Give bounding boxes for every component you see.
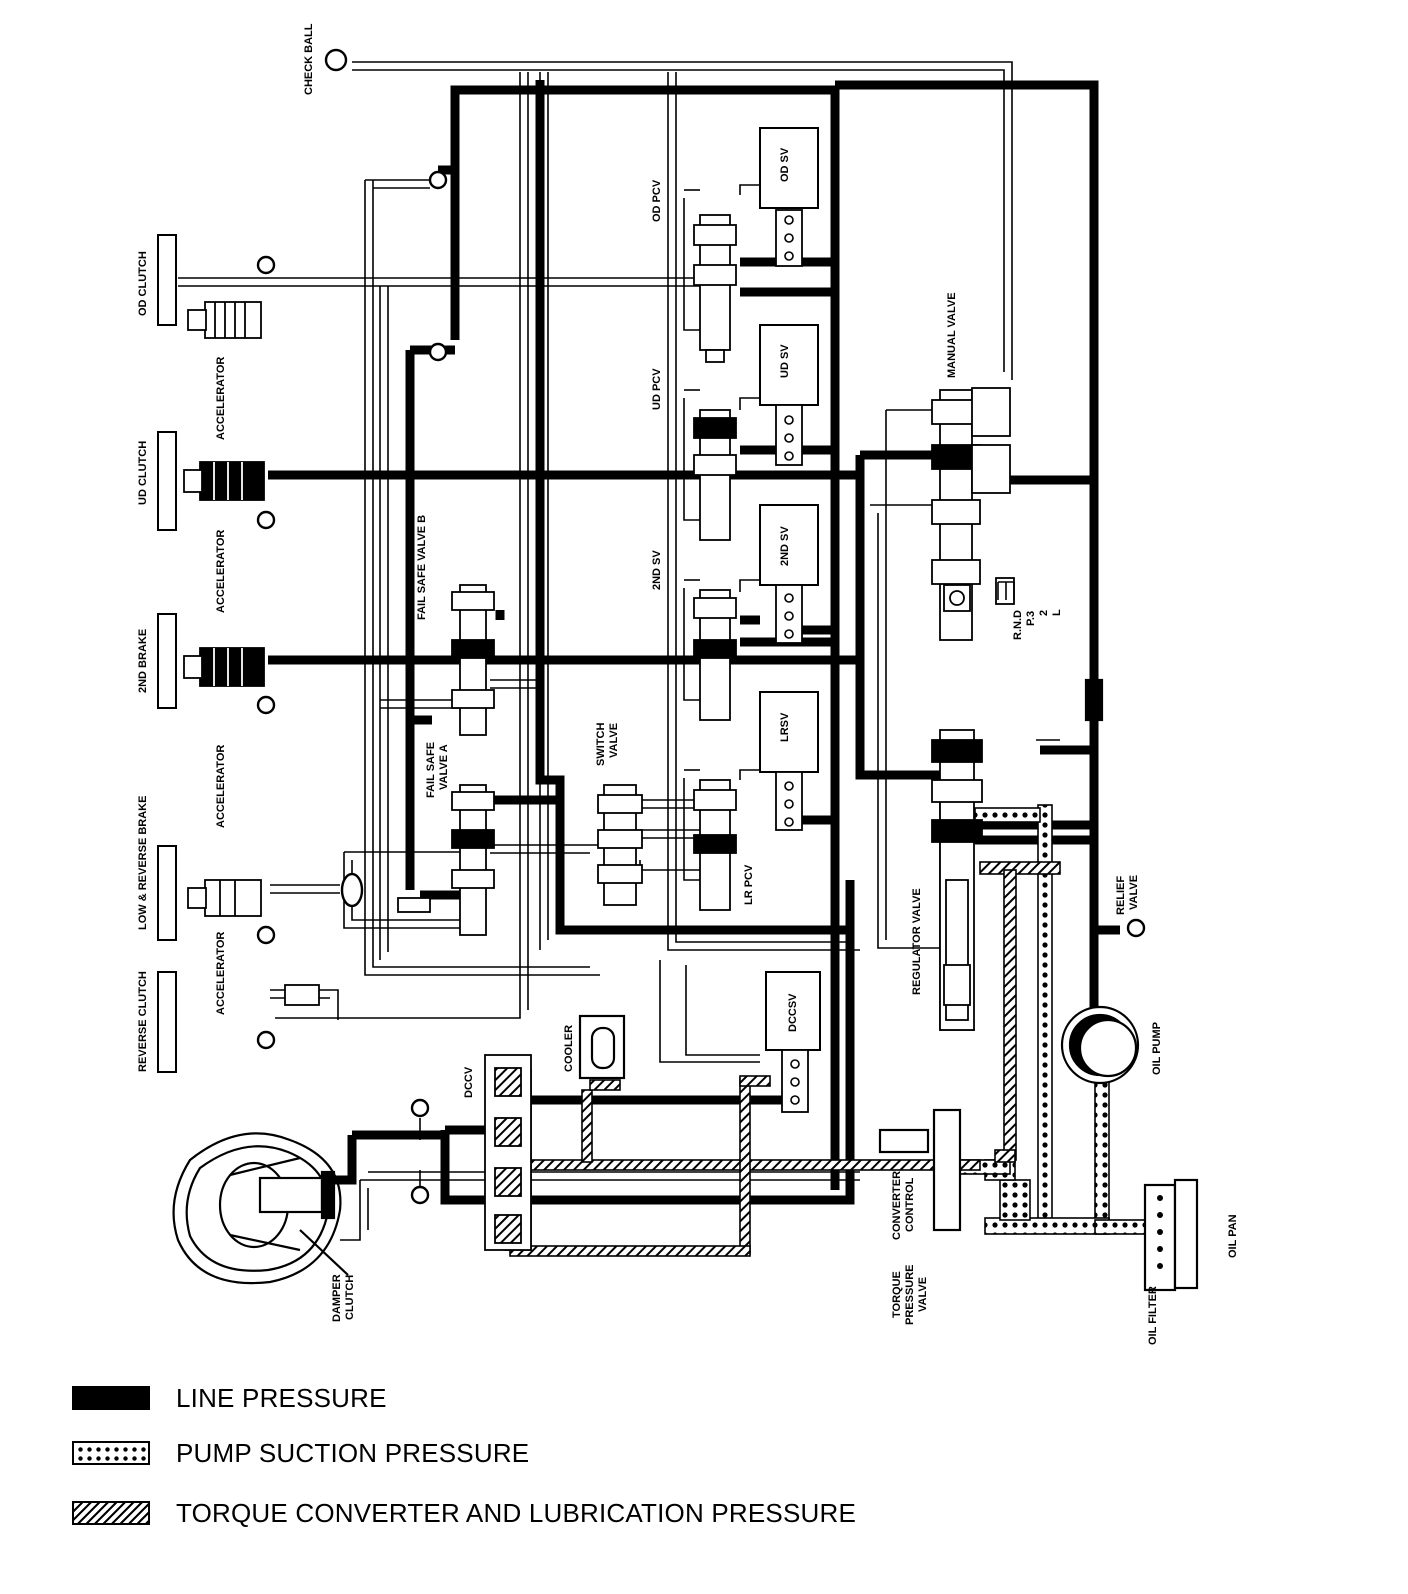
solenoid-valves [759,127,821,1051]
oil-filter-label: OIL FILTER [1147,1286,1159,1345]
oil-pump-label: OIL PUMP [1151,1022,1163,1075]
damper-clutch-label-1: DAMPER [331,1274,343,1322]
torque-pressure-valve-label-3: VALVE [917,1277,929,1312]
range-label-3: 2 [1038,610,1050,616]
range-label-2: P.3 [1025,611,1037,626]
fail-safe-valve-a-label-1: FAIL SAFE [425,742,437,798]
torque-converter [172,1132,349,1285]
torque-converter-swatch [72,1501,150,1525]
second-sv-label: 2ND SV [779,526,791,566]
range-label-1: R.N.D [1012,610,1024,640]
reverse-accumulator [284,984,320,1006]
second-brake-accumulator [183,647,265,687]
range-marks [997,581,1015,600]
regulator-valve-label: REGULATOR VALVE [911,888,923,995]
dccv-label: DCCV [463,1066,475,1098]
converter-control-label-2: CONTROL [904,1177,916,1232]
range-label-4: L [1051,609,1063,616]
pcv-spools [693,214,737,911]
main-valves [931,387,1015,1031]
legend-item-line: LINE PRESSURE [72,1378,387,1418]
legend-item-suction: PUMP SUCTION PRESSURE [72,1433,529,1473]
line-pressure-swatch [72,1386,150,1410]
oil-pan-label: OIL PAN [1227,1214,1239,1258]
pump-components [578,678,1199,1292]
od-clutch-label: OD CLUTCH [137,251,149,316]
accelerator-label-1: ACCELERATOR [215,357,227,440]
low-reverse-brake-label: LOW & REVERSE BRAKE [137,796,149,930]
damper-clutch-label-2: CLUTCH [344,1275,356,1320]
relief-valve-label-1: RELIEF [1115,876,1127,915]
ud-pcv-label: UD PCV [651,368,663,410]
od-sv-label: OD SV [779,147,791,182]
pump-suction-swatch [72,1441,150,1465]
od-pcv-label: OD PCV [651,179,663,222]
legend-label: LINE PRESSURE [176,1382,387,1413]
lr-pcv-label: LR PCV [743,864,755,905]
accelerator-label-2: ACCELERATOR [215,530,227,613]
torque-pressure-valve-label-2: PRESSURE [904,1264,916,1325]
relief-valve-label-2: VALVE [1128,875,1140,910]
legend-item-torque: TORQUE CONVERTER AND LUBRICATION PRESSUR… [72,1493,856,1533]
converter-control-label-1: CONVERTER [891,1171,903,1240]
dccsv-label: DCCSV [787,993,799,1032]
labels: CHECK BALL OD CLUTCH UD CLUTCH 2ND BRAKE… [137,23,1239,1345]
ud-sv-label: UD SV [779,344,791,378]
second-sv-left-label: 2ND SV [651,550,663,590]
second-brake-label: 2ND BRAKE [137,629,149,693]
cooler-label: COOLER [563,1025,575,1072]
fail-safe-valve-b-label: FAIL SAFE VALVE B [416,515,428,620]
dccv [484,1054,532,1251]
plunger-holes [784,215,800,1105]
od-accumulator [187,301,262,339]
check-circles [256,48,1146,1205]
ud-clutch-label: UD CLUTCH [137,441,149,505]
legend-label: PUMP SUCTION PRESSURE [176,1437,530,1468]
ud-accumulator [183,461,265,501]
spool-valves [397,584,643,936]
switch-valve-label-2: VALVE [608,723,620,758]
legend-label: TORQUE CONVERTER AND LUBRICATION PRESSUR… [176,1497,856,1528]
switch-valve-label-1: SWITCH [595,723,607,766]
clutch-plates [157,234,177,1073]
accumulators [183,301,320,1006]
low-reverse-accumulator [187,879,262,917]
fail-safe-valve-a-label-2: VALVE A [438,744,450,790]
reverse-clutch-label: REVERSE CLUTCH [137,971,149,1072]
suction-passages [959,804,1151,1235]
lrsv-label: LRSV [779,712,791,742]
filter-dots [1157,1195,1163,1269]
accelerator-label-3: ACCELERATOR [215,745,227,828]
manual-valve-label: MANUAL VALVE [946,292,958,378]
accelerator-label-4: ACCELERATOR [215,932,227,1015]
check-ball-label: CHECK BALL [303,23,315,95]
torque-pressure-valve-label-1: TORQUE [891,1271,903,1318]
